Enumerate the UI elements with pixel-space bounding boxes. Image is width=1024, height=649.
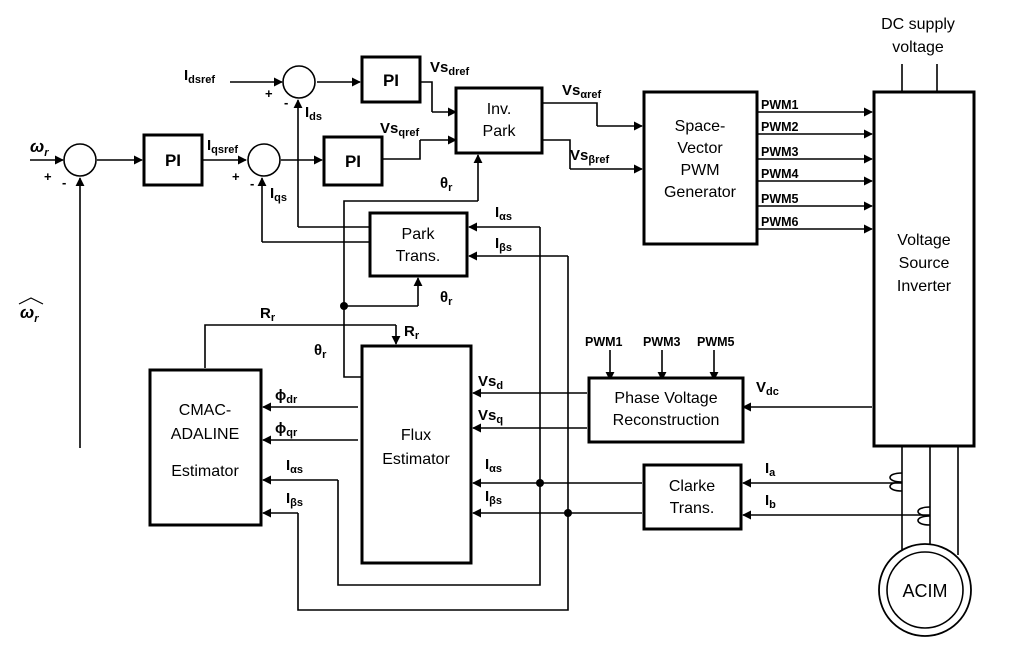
- sum1-plus: +: [44, 169, 52, 184]
- park-label-1: Park: [402, 226, 436, 243]
- theta-park-label: θr: [440, 289, 453, 308]
- pwm-out-4: PWM4: [761, 167, 799, 181]
- clarke-label-1: Clarke: [669, 478, 715, 495]
- sum3-plus: +: [265, 86, 273, 101]
- acim-motor: ACIM: [878, 543, 972, 637]
- iqsref-label: Iqsref: [207, 137, 238, 156]
- theta-inv-label: θr: [440, 175, 453, 194]
- pwm-out-2: PWM2: [761, 120, 799, 134]
- vsd-label: Vsd: [478, 373, 503, 392]
- acim-label: ACIM: [903, 581, 948, 601]
- wires: [30, 64, 959, 611]
- rr-top-label: Rr: [260, 305, 276, 324]
- pi-speed-label: PI: [165, 151, 181, 170]
- vsi-label-3: Inverter: [897, 278, 952, 295]
- svpwm-label-3: PWM: [680, 162, 719, 179]
- clarke-label-2: Trans.: [670, 500, 715, 517]
- pwm-in-1: PWM1: [585, 335, 623, 349]
- pi-q-label: PI: [345, 152, 361, 171]
- sum1-minus: -: [62, 175, 66, 190]
- ib-label: Ib: [765, 492, 776, 511]
- phase-voltage-block: Phase Voltage Reconstruction: [587, 376, 745, 444]
- cmac-adaline-block: CMAC- ADALINE Estimator: [148, 368, 263, 527]
- cmac-label-1: CMAC-: [179, 402, 231, 419]
- park-label-2: Trans.: [396, 248, 441, 265]
- ias-park-label: Iαs: [495, 204, 512, 223]
- svpwm-block: Space- Vector PWM Generator: [642, 90, 759, 246]
- iqs-label: Iqs: [270, 185, 287, 204]
- pi-speed-block: PI: [142, 133, 204, 187]
- clarke-block: Clarke Trans.: [642, 463, 743, 531]
- vdc-label: Vdc: [756, 379, 779, 398]
- svpwm-label-4: Generator: [664, 184, 737, 201]
- vsdref-label: Vsdref: [430, 59, 469, 78]
- sum-d-current-error: [282, 65, 316, 99]
- ibs-park-label: Iβs: [495, 235, 512, 254]
- flux-label-1: Flux: [401, 427, 431, 444]
- vsq-label: Vsq: [478, 407, 503, 426]
- vsi-label-1: Voltage: [897, 232, 950, 249]
- svpwm-label-1: Space-: [675, 118, 726, 135]
- sum-speed-error: [63, 143, 97, 177]
- inv-park-label-1: Inv.: [487, 101, 512, 118]
- omega-hat-mark: [18, 297, 44, 305]
- vsbref-label: Vsβref: [570, 147, 609, 166]
- pi-d-label: PI: [383, 71, 399, 90]
- inv-park-label-2: Park: [483, 123, 517, 140]
- omega-r-hat-label: ωr: [20, 303, 39, 325]
- idsref-label: Idsref: [184, 67, 215, 86]
- pi-d-block: PI: [360, 55, 422, 104]
- pwm-out-3: PWM3: [761, 145, 799, 159]
- phi-qr-label: ϕqr: [275, 420, 298, 439]
- flux-label-2: Estimator: [382, 451, 450, 468]
- rr-flux-label: Rr: [404, 323, 420, 342]
- inv-park-block: Inv. Park: [454, 86, 544, 155]
- sum2-minus: -: [250, 176, 254, 191]
- ibs-cmac-label: Iβs: [286, 490, 303, 509]
- cmac-label-2: ADALINE: [171, 426, 239, 443]
- phi-dr-label: ϕdr: [275, 387, 298, 406]
- ia-label: Ia: [765, 460, 776, 479]
- ias-flux-label: Iαs: [485, 456, 502, 475]
- vsaref-label: Vsαref: [562, 82, 602, 101]
- sum2-plus: +: [232, 169, 240, 184]
- dc-supply-label-2: voltage: [892, 39, 944, 56]
- pwm-out-5: PWM5: [761, 192, 799, 206]
- phase-voltage-label-1: Phase Voltage: [614, 390, 717, 407]
- omega-r-label: ωr: [30, 137, 49, 159]
- pwm-in-3: PWM3: [643, 335, 681, 349]
- ias-cmac-label: Iαs: [286, 457, 303, 476]
- sum3-minus: -: [284, 95, 288, 110]
- pwm-in-5: PWM5: [697, 335, 735, 349]
- park-block: Park Trans.: [368, 211, 469, 278]
- phase-voltage-label-2: Reconstruction: [613, 412, 720, 429]
- pwm-out-6: PWM6: [761, 215, 799, 229]
- sum-q-current-error: [247, 143, 281, 177]
- theta-left-label: θr: [314, 342, 327, 361]
- cmac-label-3: Estimator: [171, 463, 239, 480]
- flux-estimator-block: Flux Estimator: [360, 344, 473, 565]
- vsi-block: Voltage Source Inverter: [872, 90, 976, 448]
- ids-label: Ids: [305, 104, 322, 123]
- dc-supply-label-1: DC supply: [881, 16, 955, 33]
- svpwm-label-2: Vector: [677, 140, 723, 157]
- vsi-label-2: Source: [899, 255, 950, 272]
- pwm-out-1: PWM1: [761, 98, 799, 112]
- ibs-flux-label: Iβs: [485, 488, 502, 507]
- vsqref-label: Vsqref: [380, 120, 419, 139]
- pi-q-block: PI: [322, 135, 384, 187]
